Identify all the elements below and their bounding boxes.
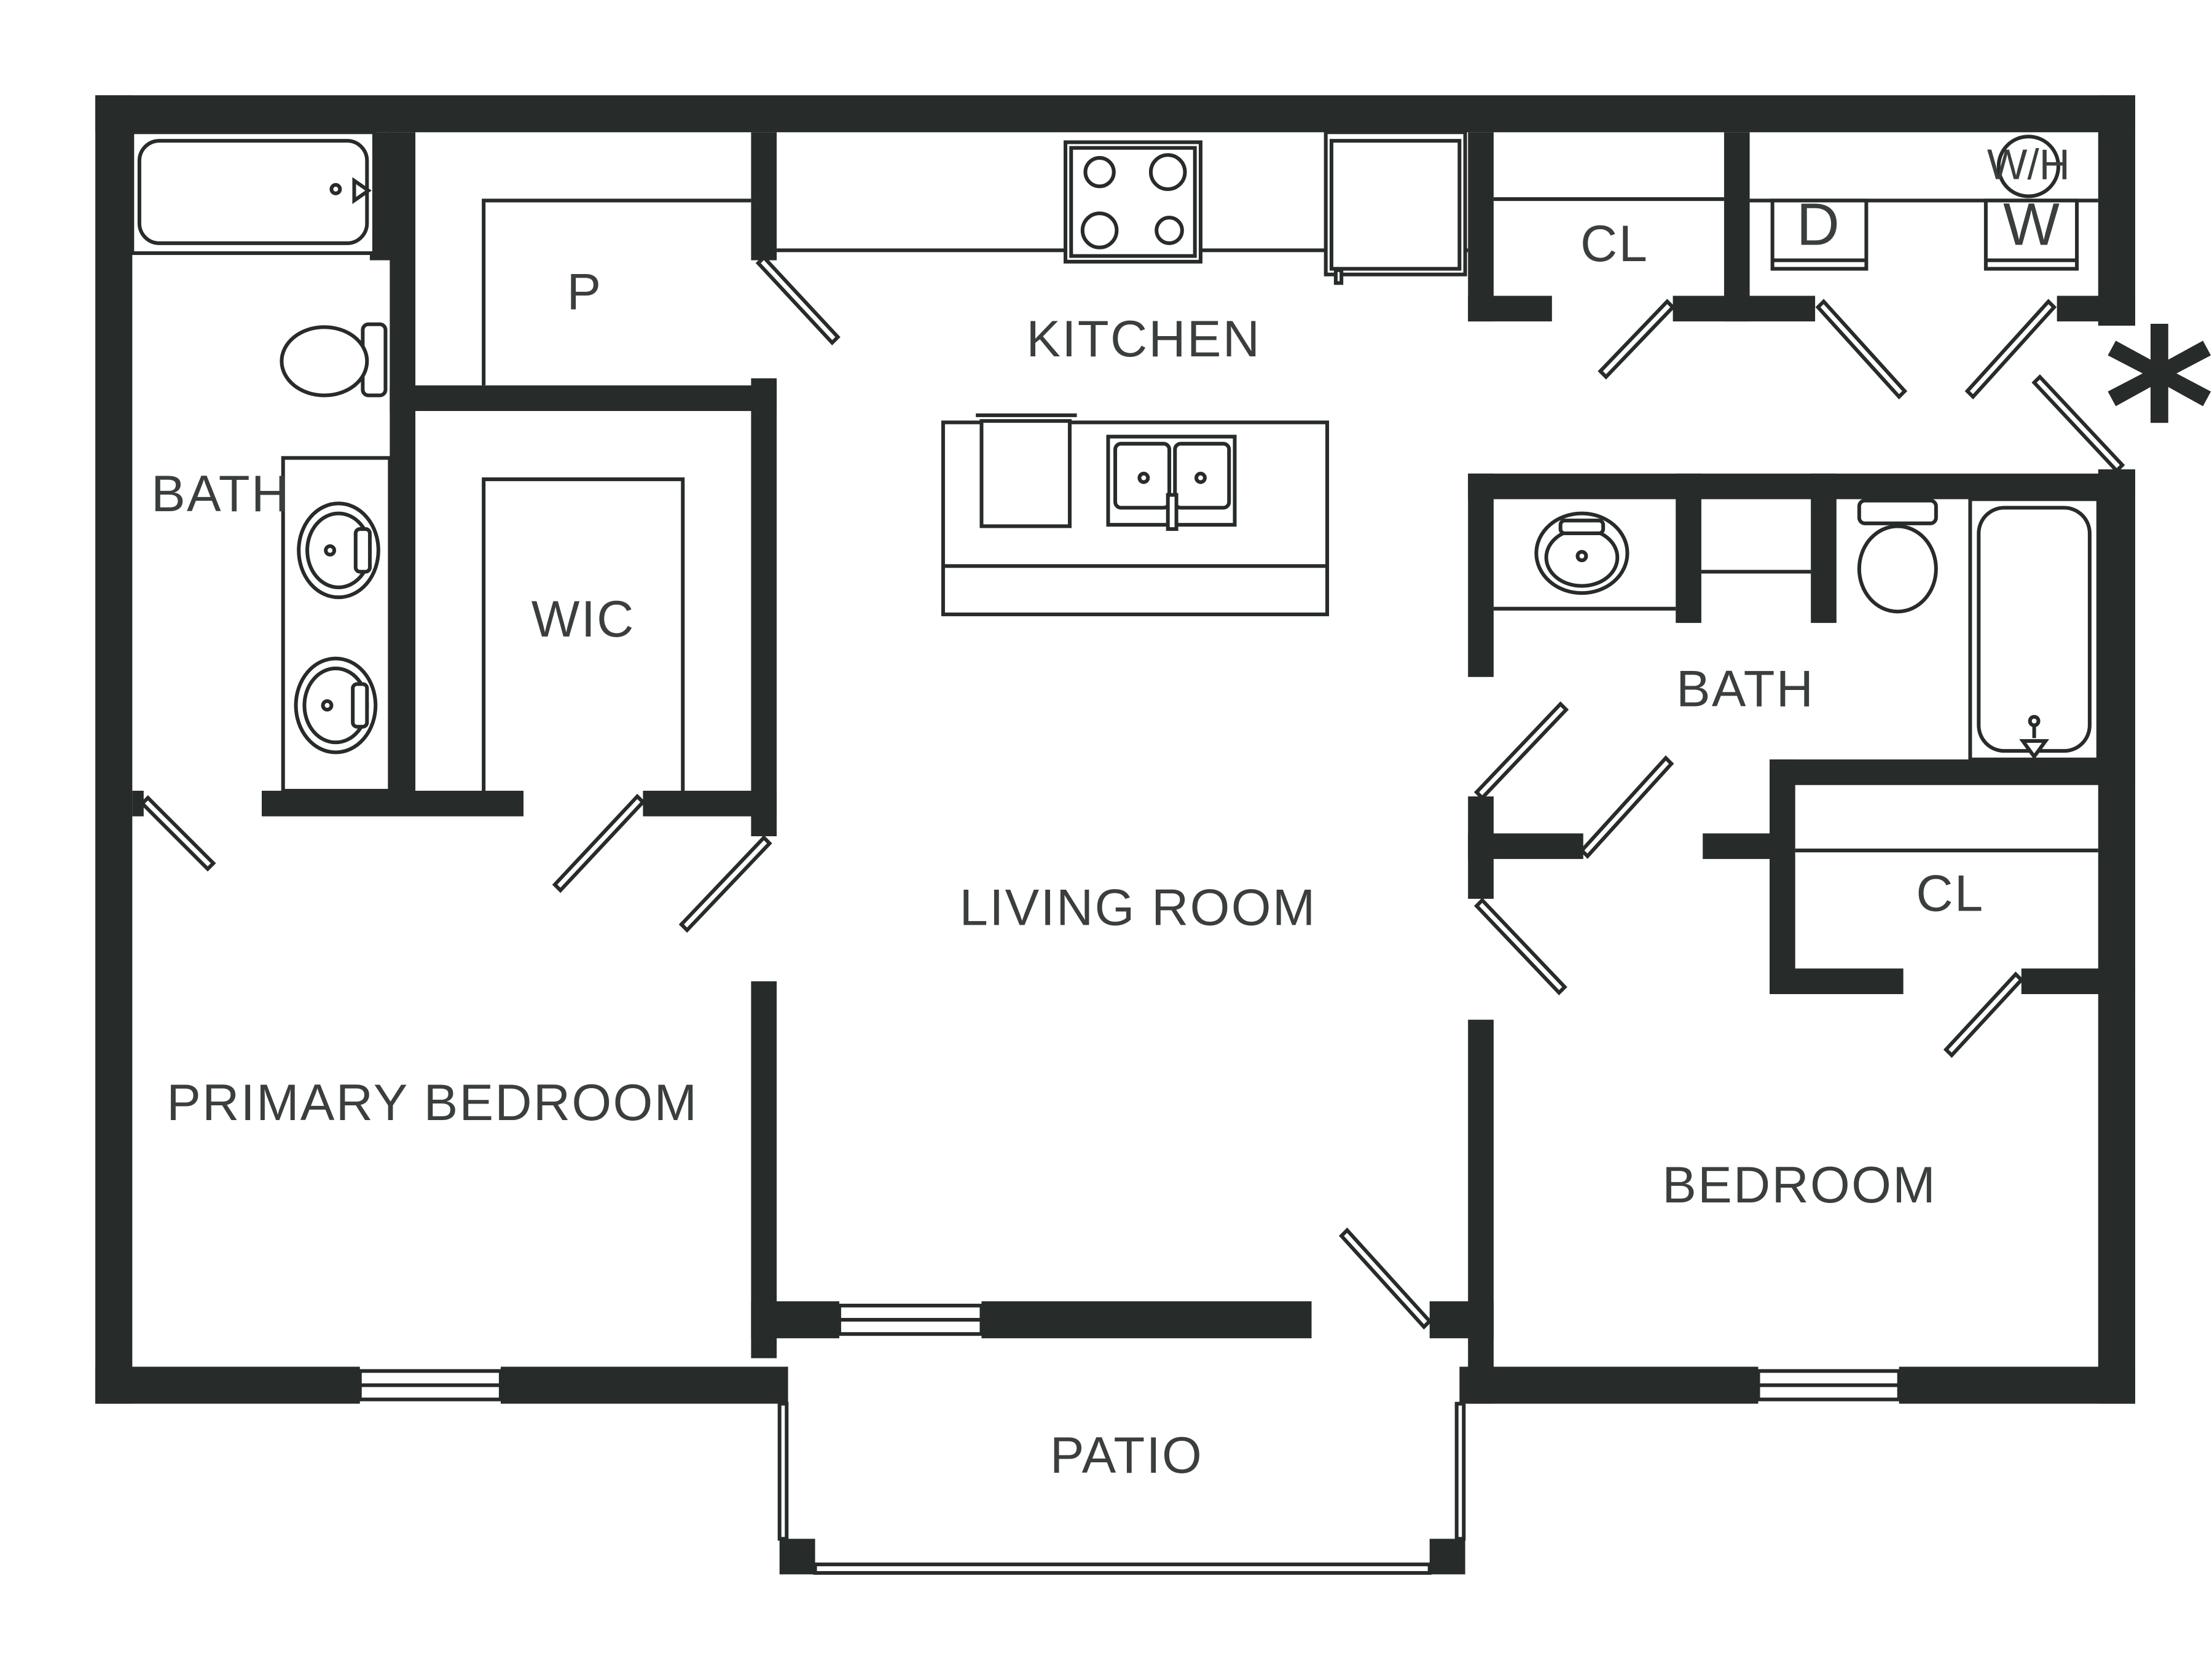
wall-bath-bottom-stub	[132, 790, 144, 817]
wall-bath-bottom	[261, 790, 524, 817]
label-dryer: D	[1797, 190, 1840, 257]
wall-bath2-div-a	[1676, 473, 1701, 623]
refrigerator	[1324, 130, 1467, 285]
patio-rail-right	[1454, 1401, 1466, 1541]
label-secondary-bath: BATH	[1676, 660, 1814, 717]
wall-wic-bottom	[643, 790, 777, 817]
pantry-shelf	[482, 198, 751, 386]
doors	[139, 254, 2125, 1330]
wall-left	[95, 95, 133, 1404]
wall-bottom-left-a	[95, 1366, 360, 1404]
exterior-walls	[95, 95, 2135, 1575]
wall-cl2-bottom-left	[1770, 968, 1904, 994]
wall-closet-bottom-mid	[1673, 296, 1816, 322]
wall-hall-t-horizontal	[1468, 833, 1583, 860]
door-patio	[1338, 1227, 1432, 1330]
wall-closet-laundry	[1724, 132, 1750, 322]
door-hall-closet	[1598, 299, 1676, 380]
wall-cl2-top	[1770, 759, 2135, 785]
door-laundry-left	[1815, 299, 1908, 400]
label-wic: WIC	[531, 590, 635, 648]
wall-primary-living	[751, 981, 777, 1358]
wall-pantry-wic	[390, 385, 777, 411]
patio-rail-left	[777, 1401, 789, 1541]
wic-shelf	[482, 477, 685, 791]
room-labels: BATH P KITCHEN CL WIC BATH LIVING ROOM C…	[151, 140, 2212, 1483]
water-heater-icon	[1996, 135, 2060, 198]
vanity-primary	[281, 456, 392, 793]
entry-asterisk-icon: *	[2104, 284, 2212, 533]
label-washer: W	[2003, 190, 2060, 257]
door-bath2-a	[1473, 701, 1569, 801]
door-bath2-b	[1579, 755, 1674, 859]
windows	[358, 1303, 1901, 1575]
wall-top	[95, 95, 2135, 133]
wall-bedroom-living	[1468, 1019, 1494, 1404]
patio-post-right	[1429, 1538, 1465, 1575]
wall-bath2-div-b	[1811, 473, 1837, 623]
wall-living-bottom-b	[981, 1301, 1312, 1339]
door-laundry-right	[1964, 299, 2057, 400]
interior-walls	[132, 132, 2135, 1404]
label-primary-bath: BATH	[151, 465, 289, 522]
wall-bath2-top	[1468, 473, 2135, 500]
wall-wic-right	[751, 378, 777, 837]
bathtub-primary	[130, 130, 376, 256]
wall-bath2-left	[1468, 473, 1494, 677]
wall-closet-left	[1468, 132, 1494, 322]
door-primary-bedroom	[678, 835, 772, 933]
label-primary-bedroom: PRIMARY BEDROOM	[167, 1074, 698, 1131]
wall-cl2-stub	[1703, 833, 1774, 860]
wall-closet-bottom-left	[1468, 296, 1552, 322]
door-wic	[552, 793, 646, 893]
label-kitchen: KITCHEN	[1026, 310, 1261, 367]
label-patio: PATIO	[1050, 1427, 1203, 1484]
wall-bottom-left-b	[500, 1366, 788, 1404]
bath2-fixtures	[1493, 497, 2100, 762]
door-bedroom-closet	[1943, 971, 2024, 1058]
label-hall-closet: CL	[1580, 215, 1649, 272]
stove	[1064, 140, 1202, 264]
wall-right-upper	[2098, 95, 2135, 326]
wall-bottom-right-b	[1899, 1366, 2135, 1404]
patio-post-left	[779, 1538, 815, 1575]
label-pantry: P	[567, 263, 603, 320]
label-water-heater: W/H	[1987, 140, 2070, 188]
kitchen-island	[941, 413, 1330, 616]
label-bedroom: BEDROOM	[1662, 1156, 1937, 1213]
door-pantry	[755, 254, 841, 346]
wall-right-lower	[2098, 469, 2135, 1404]
door-entry	[2031, 374, 2125, 474]
wall-laundry-bottom-right	[2057, 296, 2135, 322]
toilet-primary	[280, 322, 388, 398]
laundry	[1749, 135, 2098, 271]
patio-rail-bottom	[813, 1562, 1432, 1575]
wall-bath-pantry	[390, 132, 416, 791]
label-living-room: LIVING ROOM	[960, 879, 1317, 936]
fixtures	[130, 130, 2100, 853]
label-bedroom-closet: CL	[1916, 865, 1984, 922]
door-bedroom	[1473, 897, 1567, 995]
wall-cl2-left	[1770, 759, 1795, 993]
wall-pantry-right	[751, 132, 777, 261]
wall-cl2-bottom-right	[2021, 968, 2135, 994]
door-primary-bath	[139, 795, 216, 872]
wall-bottom-right-a	[1459, 1366, 1759, 1404]
